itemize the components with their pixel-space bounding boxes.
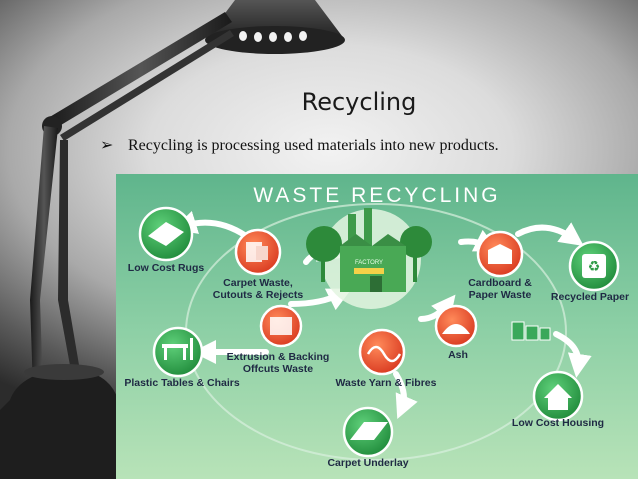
recycle-paper-icon — [582, 254, 606, 278]
arrow-to-underlay — [393, 371, 418, 420]
carpet-waste-node: Carpet Waste, Cutouts & Rejects — [213, 228, 304, 301]
underlay-icon — [350, 422, 388, 440]
infographic-heading: WASTE RECYCLING — [253, 184, 500, 207]
bullet-point: ➢ Recycling is processing used materials … — [100, 135, 499, 155]
extrusion-node: Extrusion & Backing Offcuts Waste — [227, 304, 330, 375]
label-low-cost-housing: Low Cost Housing — [512, 417, 604, 429]
house-icon — [544, 384, 572, 410]
infographic-canvas: WASTE RECYCLING — [116, 174, 638, 479]
cardboard-box-icon — [488, 244, 512, 264]
factory-illustration: FACTORY — [306, 208, 432, 309]
offcuts-icon — [270, 317, 292, 335]
arrow-factory-to-ash — [418, 294, 456, 322]
waste-yarn-node: Waste Yarn & Fibres — [336, 328, 437, 389]
label-ash: Ash — [448, 349, 468, 361]
label-cardboard-1: Cardboard & — [468, 277, 532, 289]
label-extrusion-1: Extrusion & Backing — [227, 351, 330, 363]
ash-node: Ash — [434, 304, 478, 361]
plastic-tables-node: Plastic Tables & Chairs — [124, 326, 240, 389]
label-carpet-waste-1: Carpet Waste, — [223, 277, 293, 289]
label-carpet-waste-2: Cutouts & Rejects — [213, 289, 304, 301]
slide-title: Recycling — [301, 88, 417, 116]
building-blocks-icon — [511, 321, 551, 341]
label-waste-yarn: Waste Yarn & Fibres — [336, 377, 437, 389]
factory-sign: FACTORY — [355, 260, 383, 266]
yarn-icon — [366, 345, 402, 363]
rug-icon — [148, 222, 184, 246]
label-cardboard-2: Paper Waste — [469, 289, 532, 301]
waste-recycling-infographic: WASTE RECYCLING — [116, 174, 638, 479]
label-carpet-underlay: Carpet Underlay — [327, 457, 408, 469]
carpet-underlay-node: Carpet Underlay — [327, 406, 409, 469]
cardboard-node: Cardboard & Paper Waste — [468, 230, 532, 301]
arrow-to-recycled-paper — [515, 222, 584, 246]
table-chair-icon — [162, 344, 188, 348]
low-cost-housing-node: Low Cost Housing — [512, 370, 604, 429]
svg-text:♻: ♻ — [588, 259, 601, 275]
recycled-paper-node: ♻ Recycled Paper — [551, 240, 629, 303]
label-extrusion-2: Offcuts Waste — [243, 363, 313, 375]
bullet-text: Recycling is processing used materials i… — [128, 137, 499, 154]
label-recycled-paper: Recycled Paper — [551, 291, 629, 303]
low-cost-rugs-node: Low Cost Rugs — [128, 206, 205, 274]
arrow-bullet-icon: ➢ — [100, 137, 114, 154]
label-low-cost-rugs: Low Cost Rugs — [128, 262, 205, 274]
ash-pile-icon — [442, 324, 470, 334]
arrow-to-housing — [553, 331, 592, 378]
label-plastic-tables: Plastic Tables & Chairs — [124, 377, 240, 389]
